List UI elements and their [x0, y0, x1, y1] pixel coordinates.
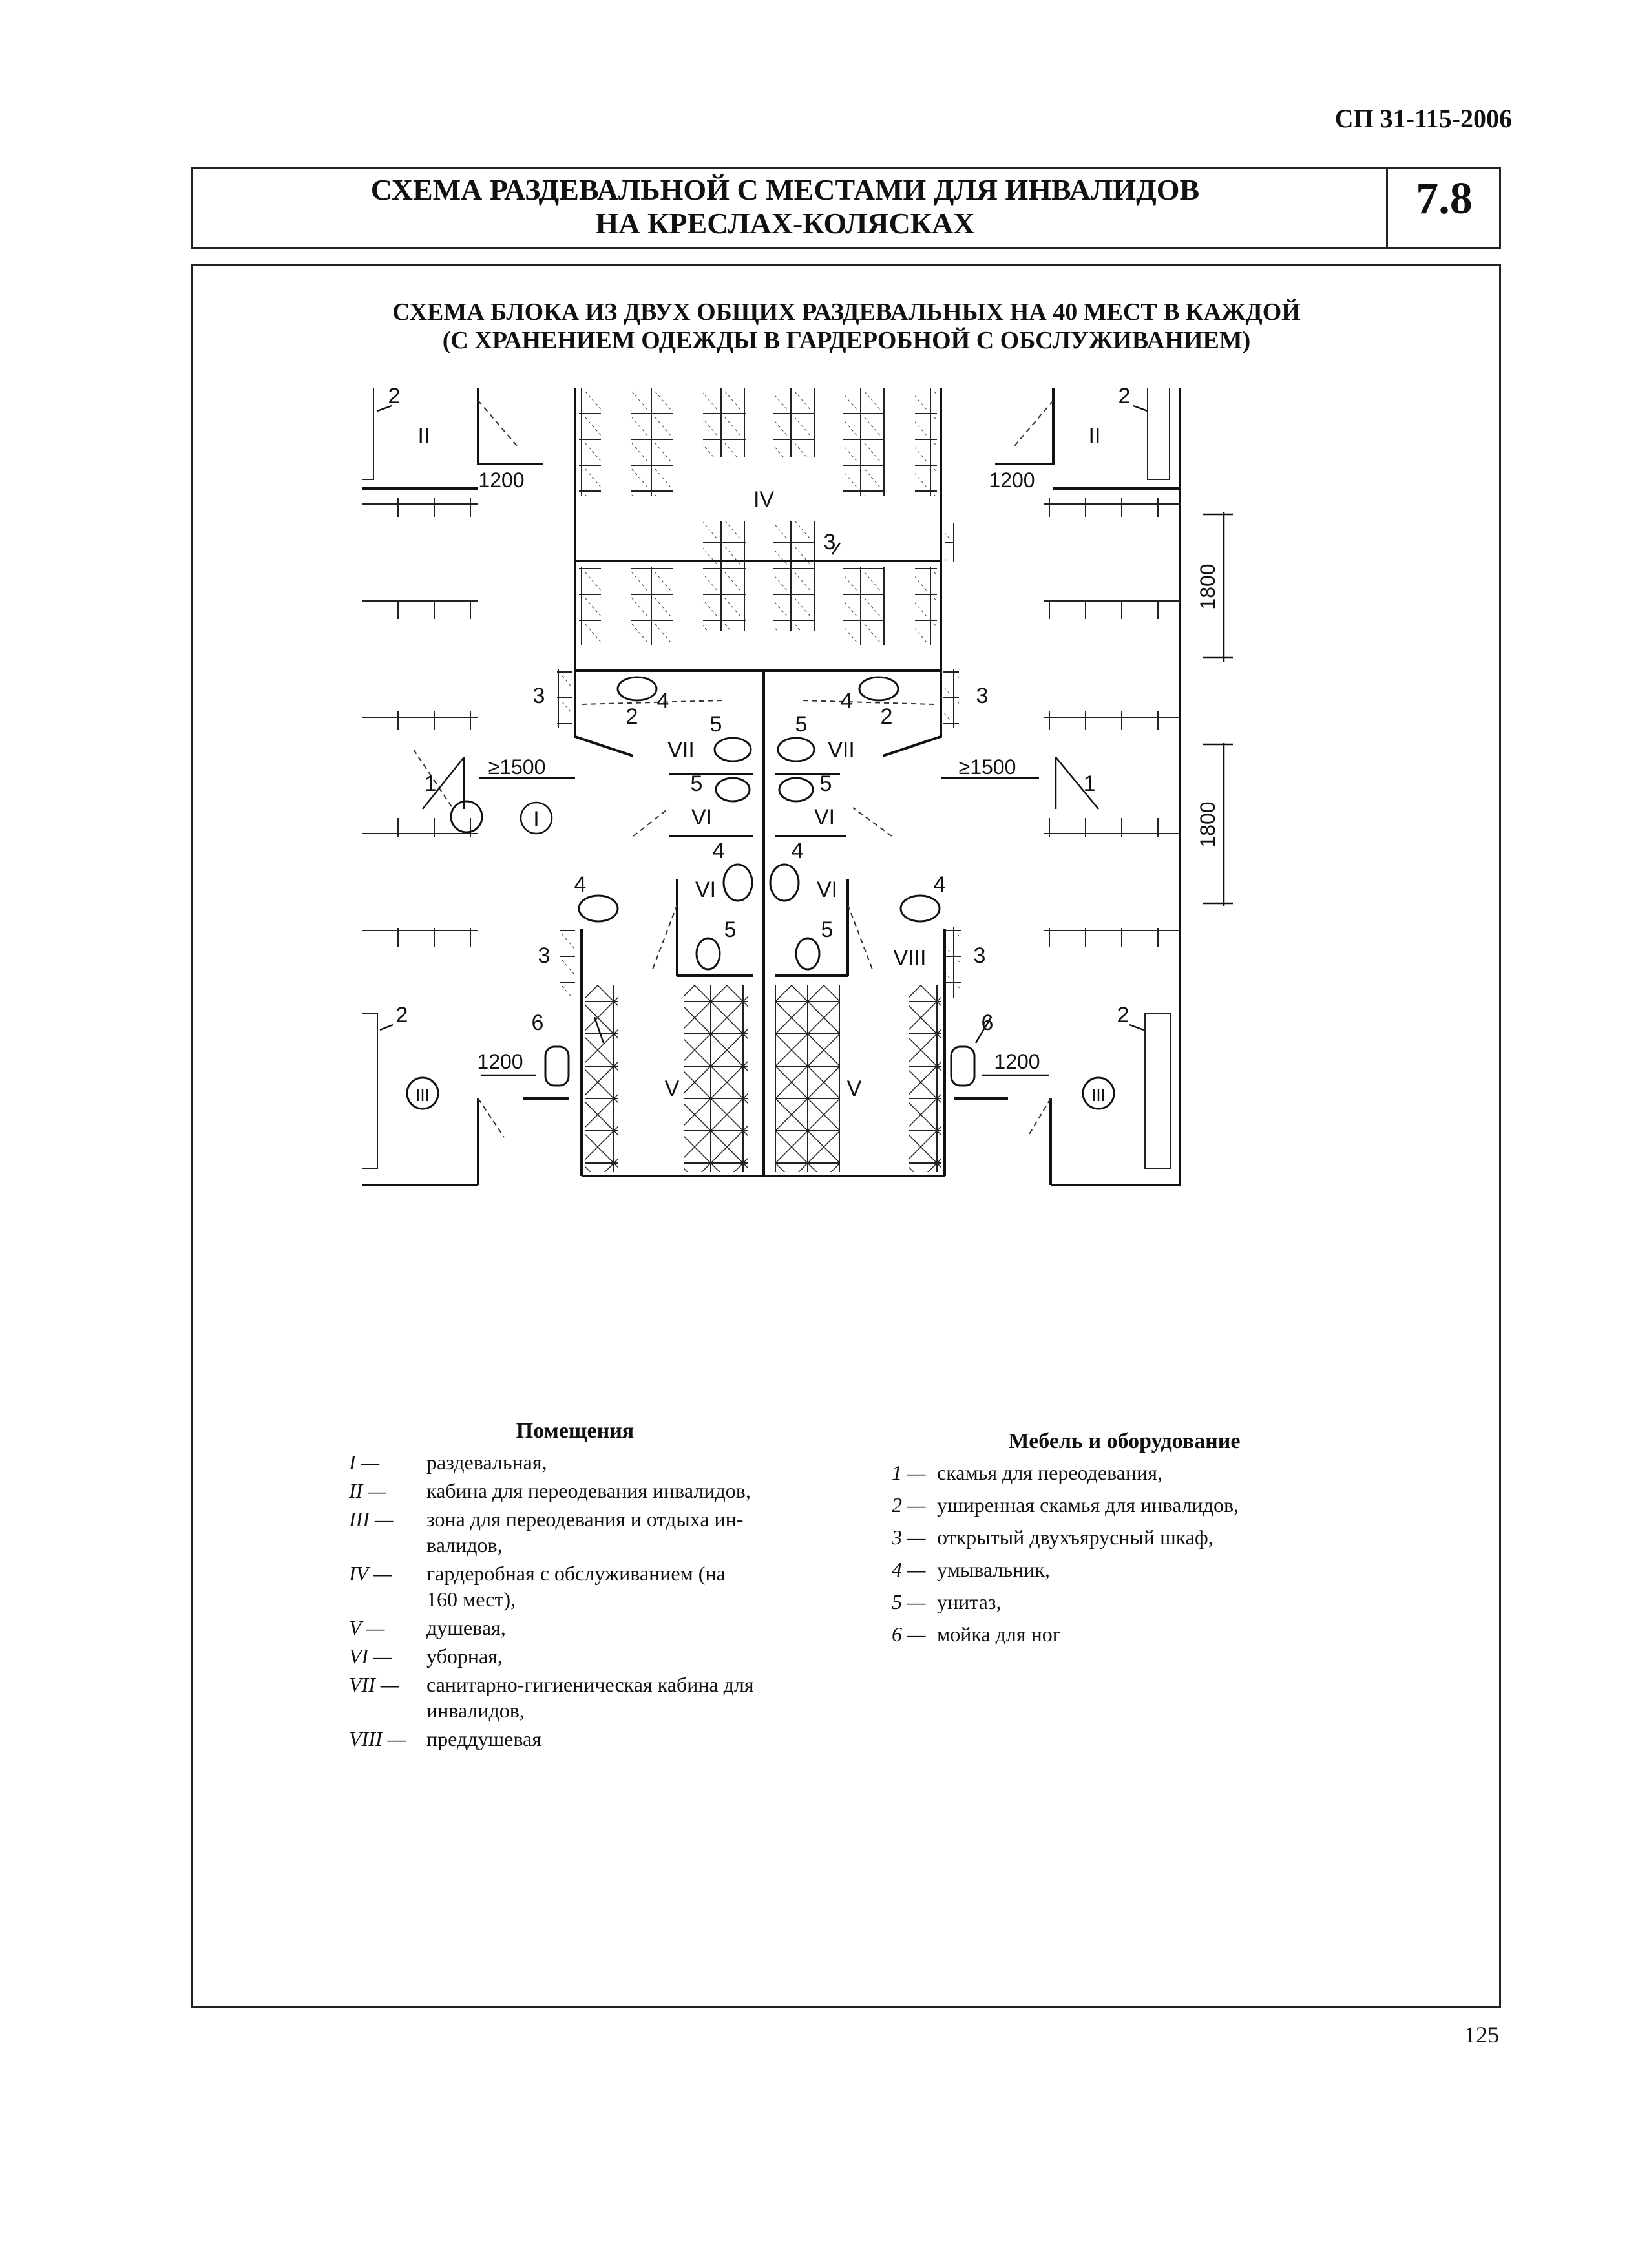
item-label-4-c: 4: [713, 839, 725, 863]
dim-1800-a: 1800: [1196, 563, 1219, 609]
legend-room-row: VII — санитарно-гигиеническая кабина для…: [349, 1673, 754, 1722]
item-label-2-e: 2: [396, 1003, 408, 1027]
room-label-vi-1: VI: [691, 805, 712, 830]
room-label-iv: IV: [753, 487, 774, 512]
room-marker-i: [520, 801, 553, 835]
room-label-vi-3: VI: [695, 877, 716, 902]
door-swings: [413, 400, 1054, 1138]
room-label-vii-left: VII: [667, 738, 695, 762]
item-label-3-a: 3: [824, 530, 836, 554]
room-marker-iii-right: [1082, 1076, 1115, 1110]
legend-furniture-row: 5 — унитаз,: [892, 1590, 1002, 1613]
room-label-i: I: [533, 807, 539, 832]
legend-furniture-row: 6 — мойка для ног: [892, 1622, 1061, 1646]
subtitle-line-2: (С ХРАНЕНИЕМ ОДЕЖДЫ В ГАРДЕРОБНОЙ С ОБСЛ…: [442, 326, 1251, 354]
room-markers: [406, 801, 1115, 1110]
legend-furniture-heading: Мебель и оборудование: [1008, 1429, 1241, 1453]
title-line-2: НА КРЕСЛАХ-КОЛЯСКАХ: [595, 206, 975, 240]
room-label-iii-right: III: [1091, 1086, 1106, 1105]
item-label-5-b: 5: [795, 712, 808, 737]
page-title: СХЕМА РАЗДЕВАЛЬНОЙ С МЕСТАМИ ДЛЯ ИНВАЛИД…: [194, 173, 1376, 240]
item-label-6-a: 6: [532, 1011, 544, 1035]
dim-1500-a: ≥1500: [488, 755, 546, 779]
item-label-6-b: 6: [982, 1011, 994, 1035]
room-marker-iii-left: [406, 1076, 439, 1110]
room-label-vi-4: VI: [817, 877, 837, 902]
item-label-3-c: 3: [976, 684, 989, 708]
item-label-5-f: 5: [821, 918, 834, 942]
legend-room-row: III — зона для переодевания и отдыха ин-…: [349, 1507, 744, 1557]
room-label-vi-2: VI: [814, 805, 835, 830]
legend-rooms-heading: Помещения: [516, 1419, 635, 1443]
item-label-4-b: 4: [841, 689, 853, 713]
sanitary-fixtures: [406, 676, 1115, 1110]
dimension-lines: [377, 404, 1233, 1076]
item-label-4-e: 4: [574, 872, 587, 897]
legend-furniture-row: 3 — открытый двухъярусный шкаф,: [892, 1526, 1213, 1549]
title-box: [191, 167, 1501, 249]
dim-1200-c: 1200: [477, 1050, 523, 1073]
page-number: 125: [1464, 2022, 1499, 2048]
item-label-1-b: 1: [1084, 772, 1096, 796]
item-label-4-a: 4: [657, 689, 669, 713]
item-label-1-a: 1: [425, 772, 437, 796]
item-label-5-e: 5: [724, 918, 737, 942]
legend-furniture-row: 2 — уширенная скамья для инвалидов,: [892, 1493, 1239, 1517]
legend-room-row: I — раздевальная,: [349, 1451, 547, 1474]
room-label-v-left: V: [665, 1076, 680, 1101]
content-frame: [191, 264, 1501, 2008]
legend-room-row: VIII — преддушевая: [349, 1727, 541, 1750]
dim-1200-b: 1200: [989, 468, 1035, 492]
plan-walls: [362, 388, 1181, 1186]
room-label-vii-right: VII: [828, 738, 855, 762]
item-label-2-a: 2: [388, 388, 401, 408]
dim-1800-b: 1800: [1196, 801, 1219, 847]
legend-room-row: VI — уборная,: [349, 1644, 503, 1668]
shower-cubicles: [585, 985, 941, 1172]
legend-furniture: 1 — скамья для переодевания, 2 — уширенн…: [892, 1460, 1357, 1667]
item-label-5-c: 5: [691, 772, 703, 796]
item-label-4-d: 4: [792, 839, 804, 863]
item-label-2-d: 2: [881, 704, 893, 729]
legend-furniture-row: 4 — умывальник,: [892, 1558, 1050, 1581]
room-label-ii-right: II: [1089, 424, 1101, 448]
legend-furniture-row: 1 — скамья для переодевания,: [892, 1461, 1162, 1484]
changing-benches: [362, 388, 1180, 1169]
dim-1200-d: 1200: [994, 1050, 1040, 1073]
item-label-2-f: 2: [1117, 1003, 1129, 1027]
item-label-4-f: 4: [934, 872, 946, 897]
document-code: СП 31-115-2006: [1334, 104, 1512, 133]
title-line-1: СХЕМА РАЗДЕВАЛЬНОЙ С МЕСТАМИ ДЛЯ ИНВАЛИД…: [370, 173, 1200, 206]
room-label-ii-left: II: [418, 424, 430, 448]
legend-room-row: V — душевая,: [349, 1616, 506, 1639]
legend-room-row: IV — гардеробная с обслуживанием (на 160…: [349, 1562, 726, 1611]
wardrobe-lockers: [575, 388, 941, 645]
scheme-subtitle: СХЕМА БЛОКА ИЗ ДВУХ ОБЩИХ РАЗДЕВАЛЬНЫХ Н…: [194, 299, 1499, 355]
item-label-5-a: 5: [710, 712, 722, 737]
item-label-2-b: 2: [1119, 388, 1131, 408]
legend-room-row: II — кабина для переодевания инвалидов,: [349, 1479, 751, 1502]
floor-plan: I III III II II IV VII VII VI VI VI VI V…: [362, 388, 1233, 1186]
item-label-3-e: 3: [974, 943, 986, 968]
section-number: 7.8: [1416, 174, 1473, 224]
open-lockers: [557, 523, 961, 998]
item-label-2-c: 2: [626, 704, 638, 729]
title-divider: [1386, 167, 1388, 249]
dim-1500-b: ≥1500: [959, 755, 1016, 779]
item-label-3-d: 3: [538, 943, 551, 968]
subtitle-line-1: СХЕМА БЛОКА ИЗ ДВУХ ОБЩИХ РАЗДЕВАЛЬНЫХ Н…: [392, 299, 1301, 326]
item-label-3-b: 3: [533, 684, 545, 708]
item-label-5-d: 5: [820, 772, 832, 796]
room-label-iii-left: III: [415, 1086, 430, 1105]
room-label-v-right: V: [847, 1076, 862, 1101]
dim-1200-a: 1200: [478, 468, 524, 492]
legend-rooms: I — раздевальная, II — кабина для переод…: [349, 1450, 814, 1760]
room-label-viii: VIII: [893, 946, 926, 971]
